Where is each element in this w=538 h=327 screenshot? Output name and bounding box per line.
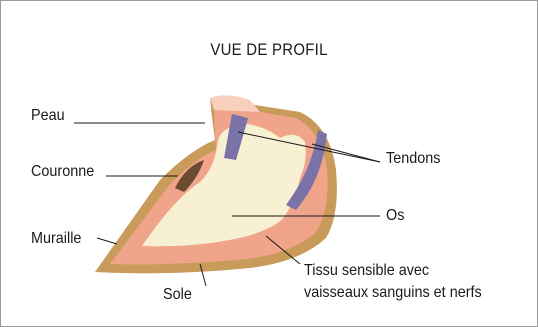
label-peau: Peau [31,106,65,126]
label-sole: Sole [163,285,192,305]
skin-patch [210,95,260,112]
label-tissu-line1: Tissu sensible avec [304,261,429,281]
label-os: Os [386,206,404,226]
label-couronne: Couronne [31,162,94,182]
label-tendons: Tendons [386,149,440,169]
label-tissu-line2: vaisseaux sanguins et nerfs [304,283,482,303]
label-muraille: Muraille [31,229,81,249]
